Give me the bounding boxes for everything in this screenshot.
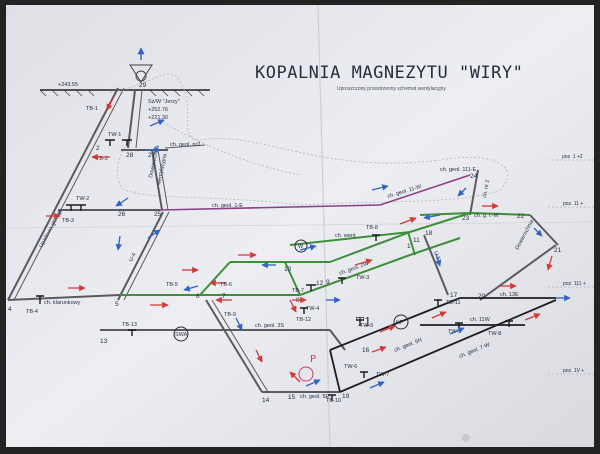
svg-text:ch. geol. 3S: ch. geol. 3S	[255, 323, 284, 329]
equip-tb-6: TB-6	[220, 282, 232, 288]
node-10: 10	[284, 266, 292, 273]
node-29: 29	[139, 82, 147, 89]
equip-tw-7: TW-7	[376, 372, 389, 378]
node-27: 27	[148, 152, 156, 159]
raise-u4: U-4	[117, 211, 170, 301]
node-12: 12	[316, 280, 324, 287]
svg-text:ch. geol. nr2: ch. geol. nr2	[170, 142, 200, 148]
equip-tb-8: TB-8	[366, 225, 378, 231]
intake-arrows	[46, 97, 553, 383]
pin-hole	[462, 434, 470, 442]
equip-tb-1: TB-1	[86, 106, 98, 112]
svg-text:ch. geol. 5E: ch. geol. 5E	[300, 394, 329, 400]
right-raise: ch. nr 2	[469, 169, 491, 216]
main-fan-headframe	[129, 47, 153, 83]
equip-tb-11: TB-11	[446, 300, 461, 306]
node-13: 13	[100, 338, 108, 345]
shaft-top-elevation: +252.76	[148, 107, 168, 113]
node-25: 25	[154, 211, 162, 218]
node-11: 11	[413, 237, 420, 244]
drift-ch-klarunkowy: ch. klarunkowy	[7, 294, 121, 306]
return-arrows	[115, 119, 571, 389]
equip-tw-8: TW-8	[488, 331, 501, 337]
equip-tw-1: TW-1	[108, 132, 121, 138]
equip-tb-12: TB-12	[296, 317, 311, 323]
workings-outline	[159, 119, 301, 176]
diagram-subtitle: Uproszczony przestrzenny schemat wentyla…	[337, 86, 446, 92]
node-1: 1	[407, 243, 411, 250]
equip-tb-13: TB-13	[122, 322, 137, 328]
paper-fold	[5, 221, 595, 229]
margin-level-2: poz. 11 +	[563, 201, 583, 207]
fan-kp: KP	[393, 314, 409, 330]
node-labels: 29 2 28 27 3 26 25 4 5 6 7 8 9 10 11 12 …	[8, 82, 562, 404]
equip-tb-2: TB-2	[96, 156, 108, 162]
svg-text:ch. g. l.-W: ch. g. l.-W	[474, 213, 500, 219]
left-elevation-label: +243.55	[58, 82, 78, 88]
svg-text:ch. klarunkowy: ch. klarunkowy	[44, 300, 81, 306]
node-15: 15	[288, 394, 296, 401]
shaft-name-label: Sz/W "Jerzy"	[148, 99, 180, 105]
equip-tb-9: TB-9	[224, 312, 236, 318]
surface: +243.55 Sz/W "Jerzy" +252.76 +221.30	[39, 82, 210, 121]
node-26: 26	[118, 211, 126, 218]
node-20: 20	[478, 293, 486, 300]
fan-w: W	[294, 239, 308, 253]
node-21: 21	[554, 247, 562, 254]
svg-text:SWA: SWA	[175, 332, 188, 338]
equip-tw-4: TW-4	[306, 306, 319, 312]
drift-ch-geol-nr2: ch. geol. nr2	[164, 142, 206, 149]
node-9: 9	[326, 279, 330, 286]
fan-swa: SWA	[173, 326, 189, 342]
equip-tb-4: TB-4	[26, 309, 38, 315]
margin-level-4: poz. 1V +	[563, 368, 584, 374]
door-symbols	[36, 139, 513, 401]
workings-outline	[109, 73, 508, 206]
node-22: 22	[517, 213, 525, 220]
equipment-labels: TB-1 TW-1 TB-2 TW-2 TB-3 TB-4 TB-5 TB-6 …	[26, 106, 501, 404]
node-6: 6	[196, 293, 200, 300]
margin-level-1: poz. 1 +2	[562, 154, 583, 160]
paper-fold	[317, 4, 331, 448]
lower-level: ch. geol. 3S ch. geol. 5E	[100, 299, 346, 400]
svg-text:ch. geol. 111-E: ch. geol. 111-E	[440, 167, 477, 173]
node-23: 23	[462, 215, 470, 222]
node-19: 19	[342, 393, 350, 400]
node-17: 17	[450, 292, 458, 299]
svg-text:ch. geol. 1-E: ch. geol. 1-E	[212, 203, 243, 209]
equip-tw-5: TW-5	[360, 323, 373, 329]
equip-tw-3: TW-3	[356, 275, 369, 281]
svg-text:U-4: U-4	[128, 252, 137, 263]
node-2: 2	[96, 145, 100, 152]
handwritten-p: P	[310, 354, 316, 365]
svg-text:ch. 13E: ch. 13E	[500, 292, 519, 298]
node-28: 28	[126, 152, 134, 159]
node-14: 14	[262, 397, 270, 404]
svg-text:ch. went: ch. went	[335, 233, 356, 239]
paper-sheet	[6, 5, 594, 447]
svg-text:ch. nr 2: ch. nr 2	[482, 179, 491, 198]
node-4: 4	[8, 306, 12, 313]
equip-tb-10: TB-10	[326, 398, 341, 404]
node-18: 18	[425, 230, 433, 237]
node-24: 24	[470, 173, 478, 180]
node-5: 5	[115, 301, 119, 308]
equip-tb-3: TB-3	[62, 218, 74, 224]
svg-text:KP: KP	[396, 320, 404, 326]
margin-level-3: poz. 111 +	[563, 281, 586, 287]
handwritten-t1: T1	[356, 315, 372, 329]
node-16: 16	[362, 347, 370, 354]
node-7: 7	[222, 293, 226, 300]
svg-text:W: W	[298, 244, 304, 250]
equip-tw-2: TW-2	[76, 196, 89, 202]
equip-tw-6: TW-6	[344, 364, 357, 370]
svg-text:ch. 11W: ch. 11W	[470, 317, 491, 323]
shaft-bottom-elevation: +221.30	[148, 115, 168, 121]
equip-tb-5: TB-5	[166, 282, 178, 288]
equip-tb-7: TB-7	[292, 288, 304, 294]
handwritten-circle	[298, 366, 314, 382]
diagram-title: KOPALNIA MAGNEZYTU "WIRY"	[255, 63, 523, 83]
